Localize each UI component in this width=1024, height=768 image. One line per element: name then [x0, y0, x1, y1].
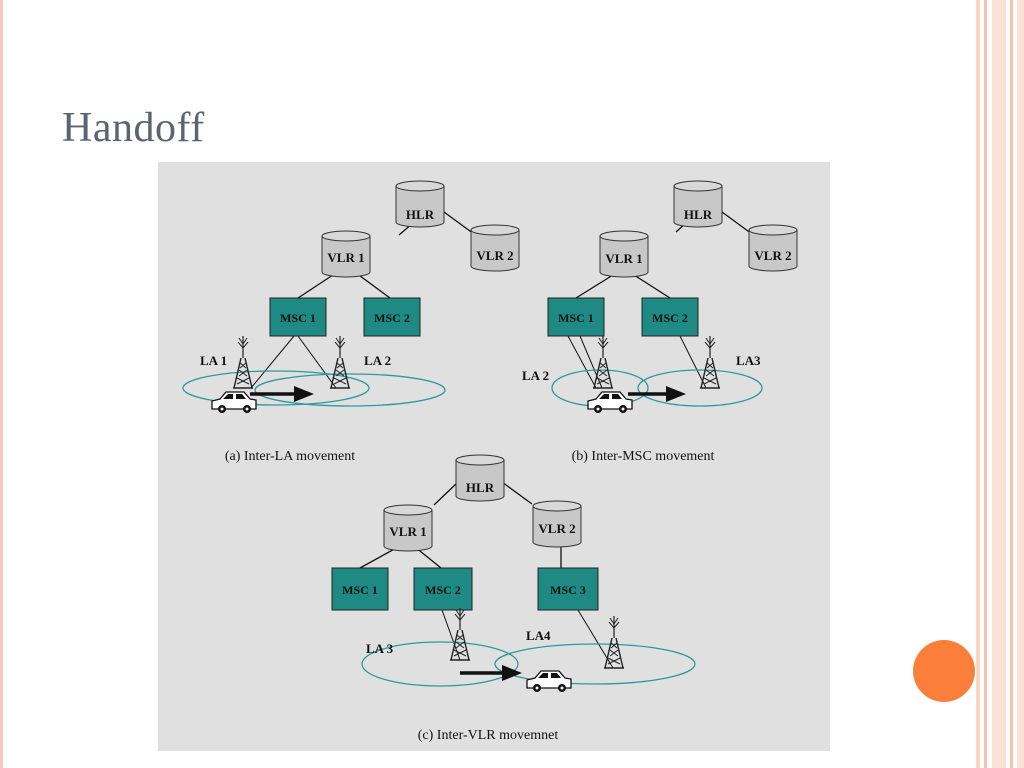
handoff-diagram: HLR VLR 1 VLR 2 MSC 1 MSC 2 LA 1 LA 2 (a… [158, 162, 830, 751]
cell-tower-icon [232, 335, 254, 389]
la1-coverage-ellipse [182, 370, 370, 406]
la-left-label: LA 3 [366, 641, 394, 656]
msc2-label: MSC 2 [652, 311, 688, 325]
cell-tower-icon [592, 335, 614, 389]
msc1-label: MSC 1 [280, 311, 316, 325]
vlr2-label: VLR 2 [538, 521, 575, 536]
vlr2-label: VLR 2 [754, 248, 791, 263]
left-frame-border [0, 0, 10, 768]
vlr1-label: VLR 1 [605, 251, 642, 266]
arrow-head-icon [666, 386, 686, 402]
hlr-label: HLR [466, 480, 495, 495]
car-icon [211, 391, 257, 414]
arrow-head-icon [294, 386, 314, 402]
msc2-label: MSC 2 [374, 311, 410, 325]
msc2-box [363, 297, 421, 337]
caption-a: (a) Inter-LA movement [225, 449, 355, 464]
panel-b: HLR VLR 1 VLR 2 MSC 1 MSC 2 LA 2 LA3 (b)… [522, 180, 798, 464]
la3-coverage-ellipse [637, 369, 763, 407]
cell-tower-icon [603, 615, 625, 669]
msc1-box [547, 297, 605, 337]
panel-a: HLR VLR 1 VLR 2 MSC 1 MSC 2 LA 1 LA 2 (a… [182, 180, 520, 464]
hlr-label: HLR [406, 207, 435, 222]
msc2-label: MSC 2 [425, 583, 461, 597]
la-left-label: LA 1 [200, 353, 227, 368]
msc1-label: MSC 1 [342, 583, 378, 597]
la3-coverage-ellipse [361, 641, 519, 687]
vlr1-label: VLR 1 [327, 250, 364, 265]
car-icon [587, 391, 633, 414]
msc1-box [331, 567, 389, 611]
msc2-box [641, 297, 699, 337]
la-right-label: LA4 [526, 628, 551, 643]
handoff-diagram-svg: HLR VLR 1 VLR 2 MSC 1 MSC 2 LA 1 LA 2 (a… [182, 180, 798, 743]
arrow-head-icon [502, 665, 522, 681]
cell-tower-icon [449, 607, 471, 661]
slide-title: Handoff [62, 105, 205, 151]
la-left-label: LA 2 [522, 368, 549, 383]
orange-dot-decoration [913, 640, 975, 702]
la4-coverage-ellipse [494, 643, 696, 685]
msc3-box [537, 567, 599, 611]
panel-c: HLR VLR 1 VLR 2 MSC 1 MSC 2 MSC 3 LA 3 L… [331, 454, 696, 743]
right-frame-stripes [976, 0, 1024, 768]
hlr-label: HLR [684, 207, 713, 222]
cell-tower-icon [329, 335, 351, 389]
msc3-label: MSC 3 [550, 583, 586, 597]
caption-b: (b) Inter-MSC movement [572, 449, 715, 464]
msc2-box [413, 567, 473, 611]
cell-tower-icon [699, 335, 721, 389]
msc1-label: MSC 1 [558, 311, 594, 325]
la-right-label: LA 2 [364, 353, 391, 368]
msc1-box [269, 297, 327, 337]
vlr1-label: VLR 1 [389, 524, 426, 539]
caption-c: (c) Inter-VLR movemnet [418, 728, 559, 743]
car-icon [526, 670, 572, 693]
la-right-label: LA3 [736, 353, 761, 368]
la2-coverage-ellipse [254, 373, 446, 407]
vlr2-label: VLR 2 [476, 248, 513, 263]
